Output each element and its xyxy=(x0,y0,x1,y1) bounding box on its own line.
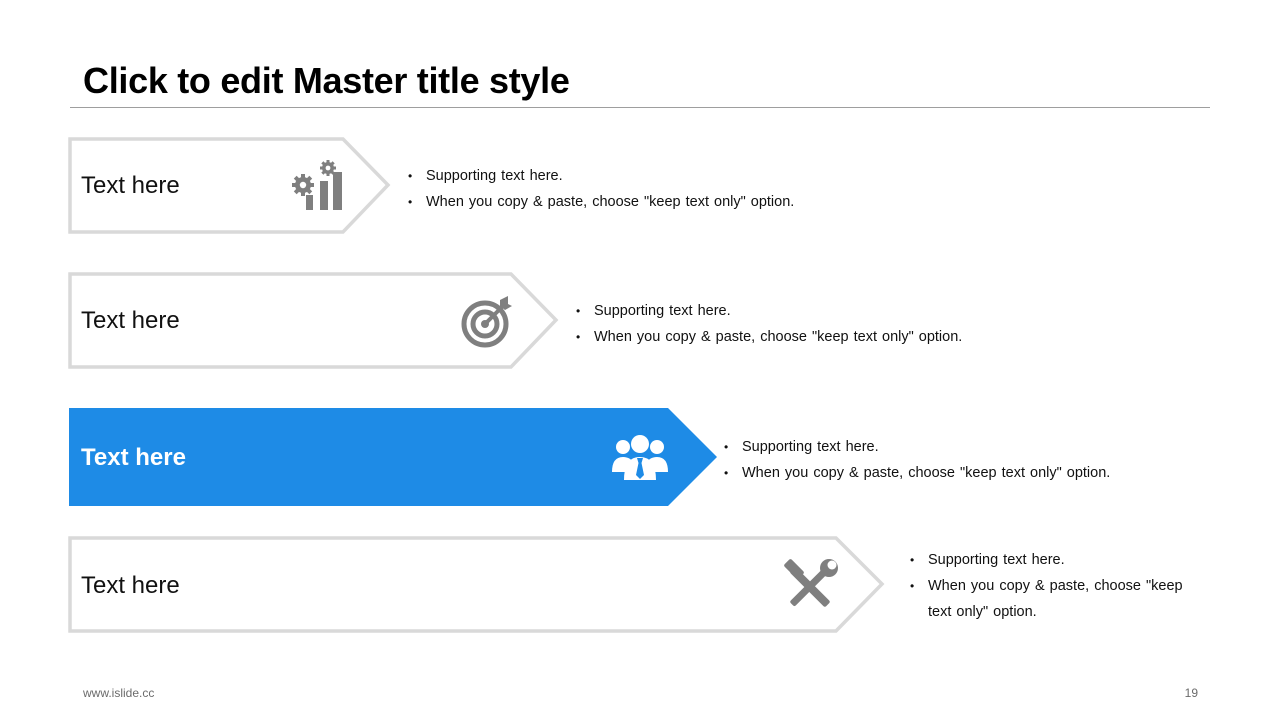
bullet-list: Supporting text here. When you copy & pa… xyxy=(910,547,1210,625)
bullet-item[interactable]: When you copy & paste, choose "keep text… xyxy=(408,189,794,215)
arrow-banner-shape xyxy=(69,408,717,506)
target-icon xyxy=(456,294,516,350)
bullet-item[interactable]: When you copy & paste, choose "keep text… xyxy=(910,573,1210,625)
row-label[interactable]: Text here xyxy=(81,172,180,199)
gears-chart-icon xyxy=(288,157,348,213)
bullet-item[interactable]: Supporting text here. xyxy=(724,434,1110,460)
bullet-item[interactable]: Supporting text here. xyxy=(408,163,794,189)
bullet-item[interactable]: When you copy & paste, choose "keep text… xyxy=(576,324,962,350)
arrow-banner-shape xyxy=(68,272,559,369)
page-number: 19 xyxy=(1184,686,1198,700)
bullet-item[interactable]: Supporting text here. xyxy=(910,547,1210,573)
bullet-list: Supporting text here. When you copy & pa… xyxy=(576,298,962,350)
slide-title[interactable]: Click to edit Master title style xyxy=(83,60,570,101)
footer-website: www.islide.cc xyxy=(83,686,155,700)
arrow-banner-shape xyxy=(68,536,885,633)
bullet-item[interactable]: When you copy & paste, choose "keep text… xyxy=(724,460,1110,486)
bullet-list: Supporting text here. When you copy & pa… xyxy=(408,163,794,215)
row-label[interactable]: Text here xyxy=(81,444,186,471)
row-label[interactable]: Text here xyxy=(81,572,180,599)
row-label[interactable]: Text here xyxy=(81,307,180,334)
tools-icon xyxy=(780,558,840,614)
bullet-item[interactable]: Supporting text here. xyxy=(576,298,962,324)
team-icon xyxy=(610,432,670,488)
bullet-list: Supporting text here. When you copy & pa… xyxy=(724,434,1110,486)
title-divider xyxy=(70,107,1210,108)
